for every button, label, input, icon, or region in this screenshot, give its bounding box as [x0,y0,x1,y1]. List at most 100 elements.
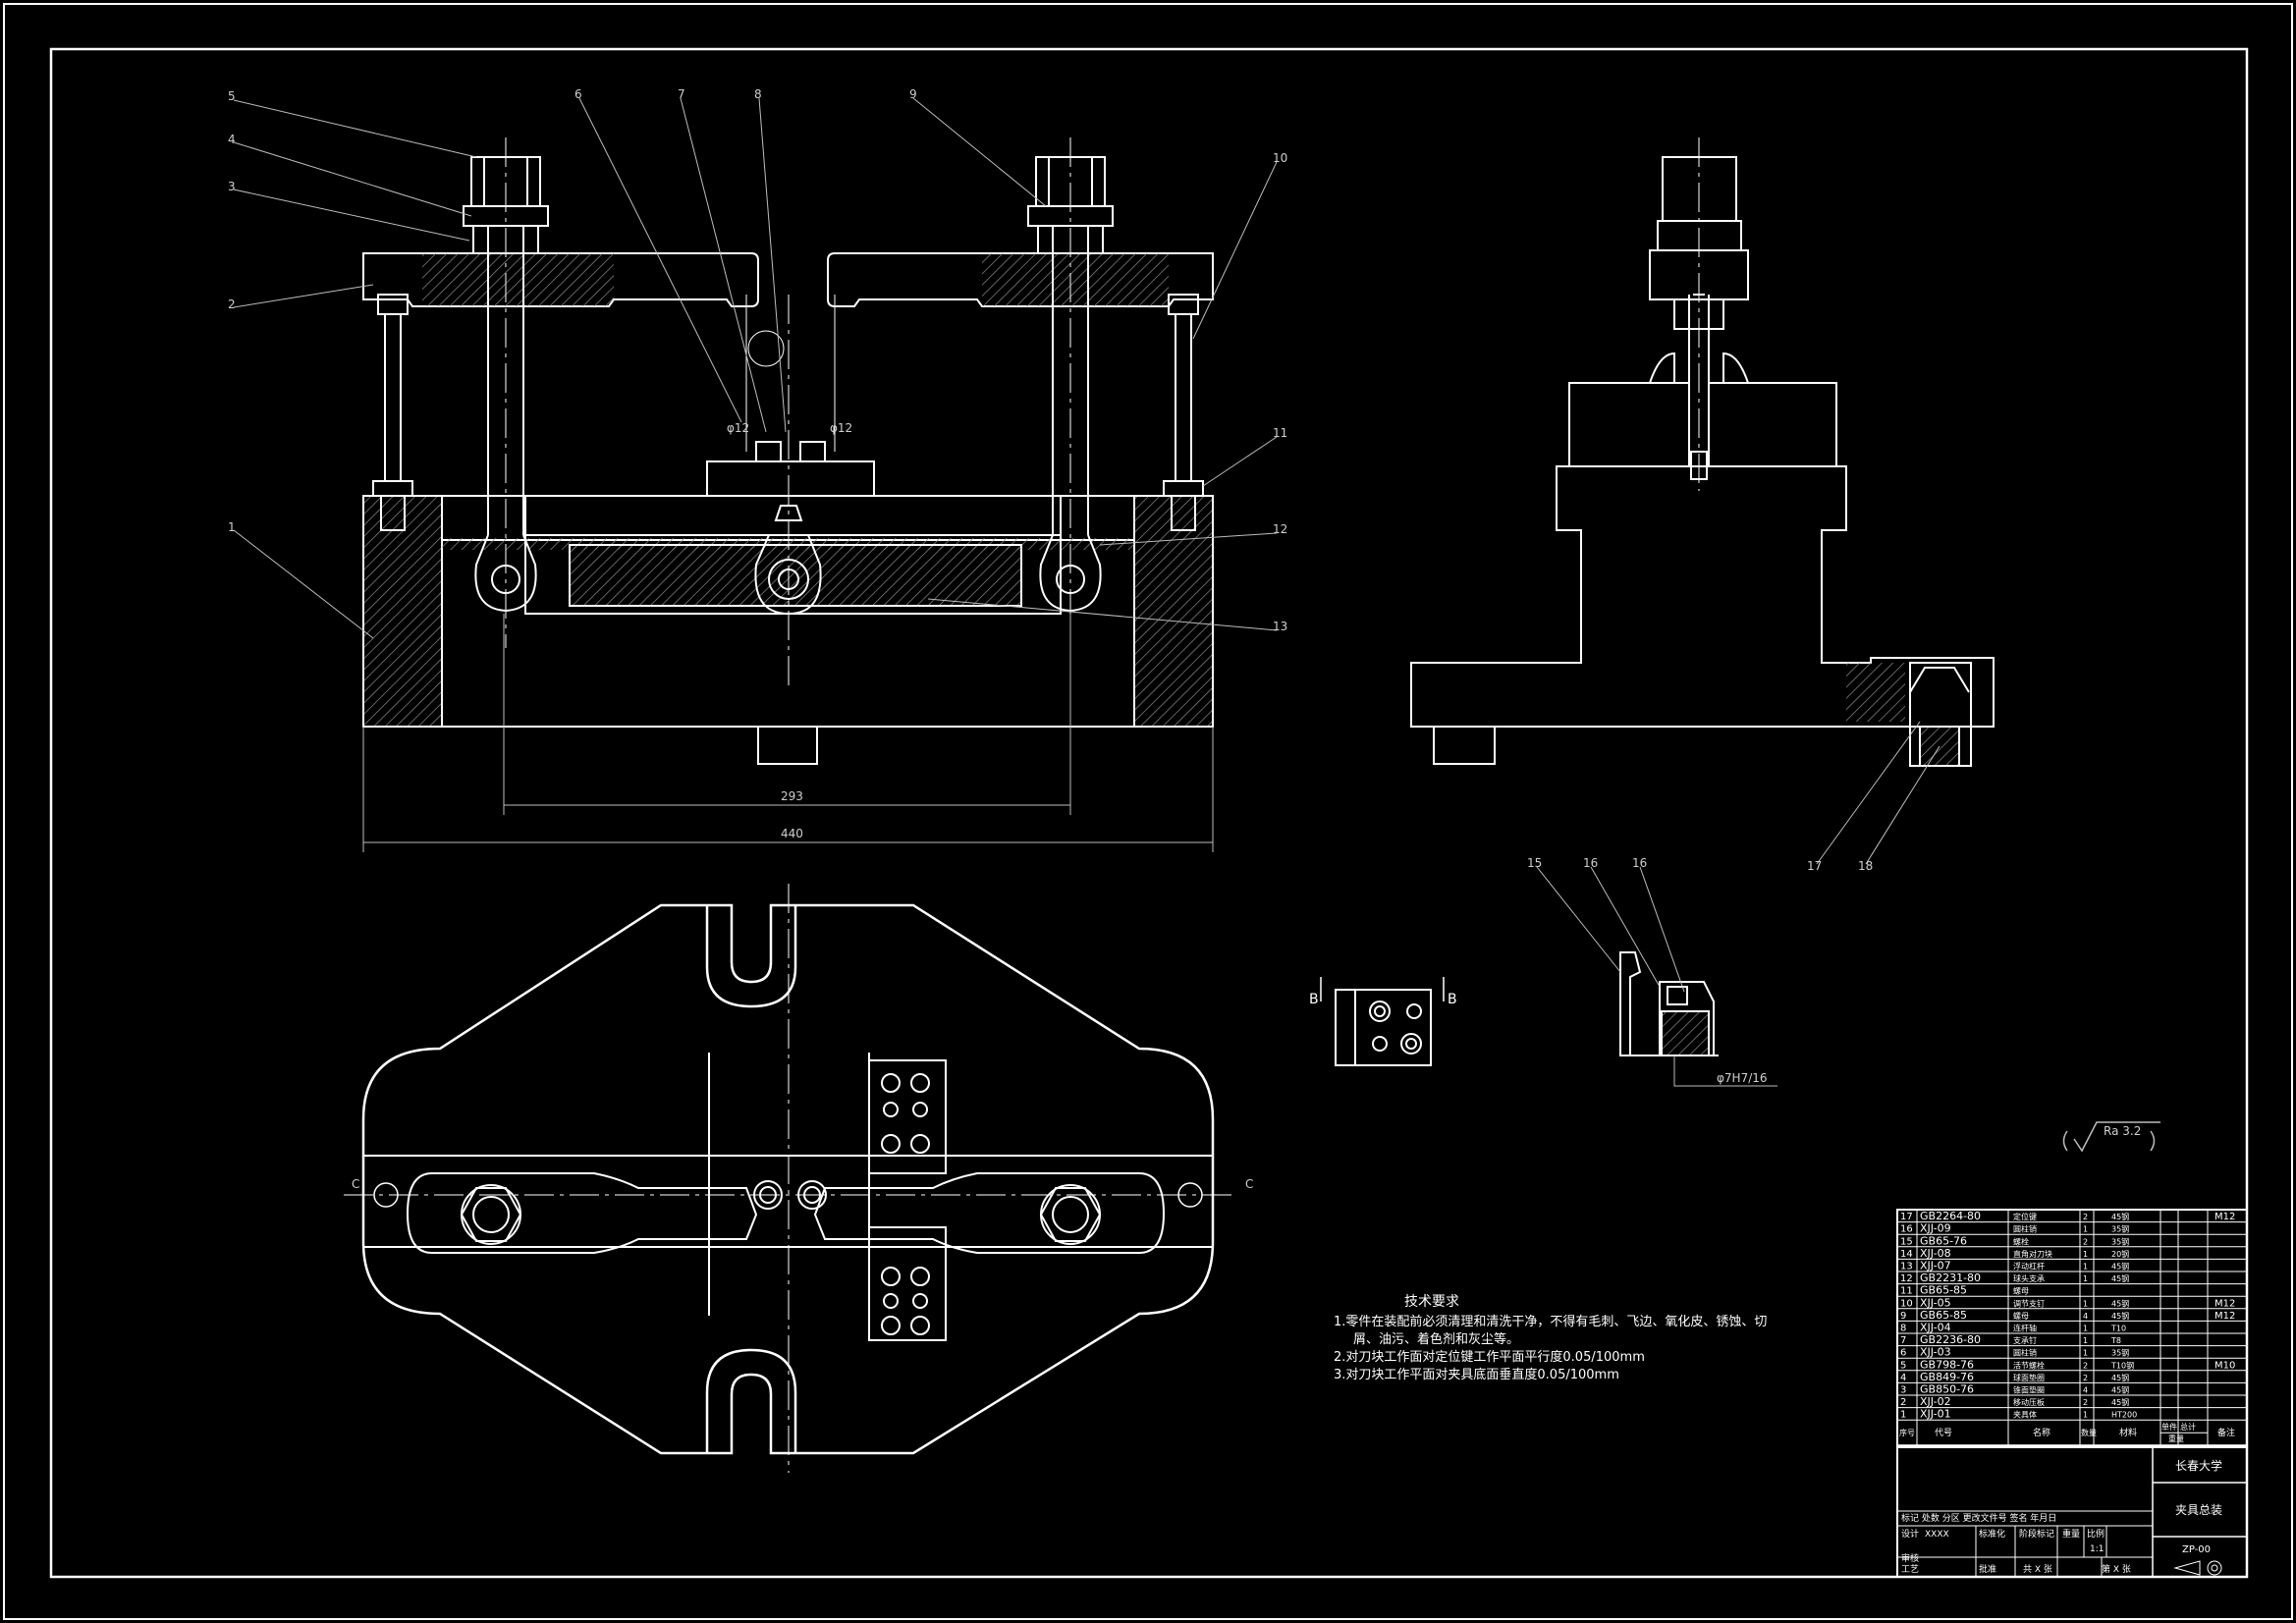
leader-5: 5 [228,89,236,103]
bom-row-name: 螺母 [2013,1286,2029,1296]
bom-row-qty: 1 [2083,1274,2088,1283]
bom-row-name: 活节螺栓 [2013,1360,2045,1370]
section-b-right: B [1448,992,1457,1007]
bom-row-material: 45钢 [2111,1273,2129,1283]
fit-left: φ12 [727,421,749,435]
notes-title: 技术要求 [1404,1294,1459,1310]
notes-line-4: 3.对刀块工作平面对夹具底面垂直度0.05/100mm [1334,1367,1619,1382]
leader-9: 9 [909,87,917,101]
bom-row-code: XJJ-04 [1920,1322,1951,1334]
section-c-left: C [352,1177,359,1191]
notes-line-1: 1.零件在装配前必须清理和清洗干净，不得有毛刺、飞边、氧化皮、锈蚀、切 [1334,1314,1767,1329]
bom-row-code: GB849-76 [1920,1371,1974,1383]
bom-row-qty: 1 [2083,1325,2088,1333]
leader-11: 11 [1273,426,1287,440]
notes-line-2: 屑、油污、着色剂和灰尘等。 [1353,1331,1519,1347]
bom-row-name: 定位键 [2013,1212,2037,1221]
bom-row-qty: 1 [2083,1299,2088,1308]
bom-row-note: M12 [2214,1212,2235,1222]
bom-row-qty: 1 [2083,1411,2088,1420]
section-bb-marks: B B [1309,992,1457,1007]
leader-3: 3 [228,180,236,193]
bom-row-material: HT200 [2111,1411,2137,1420]
bom-row-qty: 2 [2083,1361,2088,1370]
notes-line-3: 2.对刀块工作面对定位键工作平面平行度0.05/100mm [1334,1349,1645,1365]
bom-row-name: 浮动杠杆 [2013,1262,2045,1271]
bom-row-material: 45钢 [2111,1298,2129,1308]
detail-fit: φ7H7/16 [1717,1071,1768,1085]
bom-row-no: 13 [1900,1262,1913,1272]
leader-2: 2 [228,298,236,311]
approve-label: 批准 [1979,1563,1996,1575]
bom-row-qty: 2 [2083,1237,2088,1246]
projection-symbol [2173,1560,2222,1576]
title-block [1896,1446,2248,1578]
bom-row-code: GB2236-80 [1920,1333,1981,1346]
bom-row-qty: 1 [2083,1349,2088,1358]
bom-header-material: 材料 [2119,1427,2137,1438]
bom-row-name: 连杆轴 [2013,1324,2037,1333]
bom-row-code: GB65-76 [1920,1234,1967,1247]
leader-15: 15 [1527,856,1542,870]
bom-row-name: 夹具体 [2013,1410,2037,1420]
school-name: 长春大学 [2175,1458,2222,1473]
bom-row-name: 直角对刀块 [2013,1249,2052,1259]
side-leaders: 17 18 [1807,721,1941,873]
bom-row-no: 14 [1900,1249,1913,1260]
bom-row-material: 45钢 [2111,1262,2129,1271]
review-label: 审核 [1901,1552,1919,1564]
bom-row-code: XJJ-07 [1920,1260,1951,1272]
bom-row-name: 螺栓 [2013,1236,2029,1246]
drawing-name: 夹具总装 [2175,1503,2222,1517]
leader-16a: 16 [1583,856,1598,870]
bom-row-material: 35钢 [2111,1236,2129,1246]
bom-row-no: 3 [1900,1385,1906,1396]
bom-row-name: 圆柱销 [2013,1348,2037,1358]
leader-8: 8 [754,87,762,101]
bom-row-material: 45钢 [2111,1397,2129,1407]
bom-row-material: T8 [2110,1336,2121,1345]
leader-7: 7 [678,87,685,101]
bom-row-material: 45钢 [2111,1385,2129,1395]
bom-header-qty: 数量 [2081,1428,2097,1437]
bom-row-code: XJJ-01 [1920,1408,1951,1421]
bom-row-material: 45钢 [2111,1373,2129,1382]
front-view [362,137,1214,765]
bom-header-total: 总计 [2180,1422,2196,1432]
top-view [344,884,1232,1473]
sheet-number: 第 X 张 [2102,1563,2131,1575]
leader-12: 12 [1273,522,1287,536]
bom-row-note: M10 [2214,1360,2235,1371]
bom-row-no: 12 [1900,1273,1913,1284]
bom-row-no: 10 [1900,1298,1913,1309]
section-c-marks: C C [352,1177,1253,1191]
roughness-value: Ra 3.2 [2104,1124,2141,1138]
bom-row-name: 螺母 [2013,1311,2029,1321]
bom-row-code: GB65-85 [1920,1284,1967,1297]
bom-row-no: 2 [1900,1397,1906,1408]
bom-row-name: 球面垫圈 [2013,1373,2045,1382]
bom-row-no: 16 [1900,1224,1913,1235]
std-label: 标准化 [1979,1528,2005,1540]
bom-header-note: 备注 [2217,1427,2235,1438]
fit-right: φ12 [830,421,852,435]
bom-row-material: 45钢 [2111,1311,2129,1321]
frame [3,3,2293,1620]
bom-row-material: T10 [2110,1325,2126,1333]
bom-row-name: 调节支钉 [2013,1298,2045,1308]
bom-row-code: XJJ-08 [1920,1247,1951,1260]
leader-13: 13 [1273,620,1287,633]
bom-row-no: 15 [1900,1236,1913,1247]
bom-row-no: 4 [1900,1373,1906,1383]
bom-row-code: GB850-76 [1920,1383,1974,1396]
detail-view [1619,951,1719,1056]
detail-labels: 15 16 16 φ7H7/16 [1527,856,1768,1085]
bom-row-qty: 1 [2083,1336,2088,1345]
top-view-holes [881,1073,930,1335]
bom-row-material: 35钢 [2111,1224,2129,1234]
roughness-symbol [2062,1121,2160,1153]
section-c-right: C [1245,1177,1253,1191]
bom-row-no: 6 [1900,1348,1906,1359]
